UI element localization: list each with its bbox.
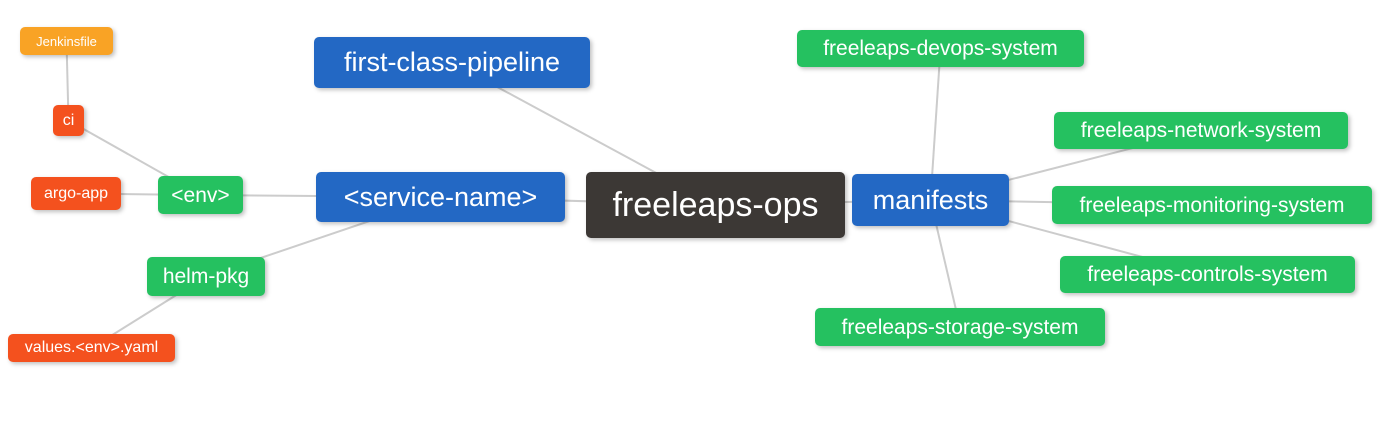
node-storage-system[interactable]: freeleaps-storage-system	[815, 308, 1105, 346]
node-argo-app[interactable]: argo-app	[31, 177, 121, 210]
node-jenkinsfile[interactable]: Jenkinsfile	[20, 27, 113, 55]
node-network-system[interactable]: freeleaps-network-system	[1054, 112, 1348, 149]
node-freeleaps-ops[interactable]: freeleaps-ops	[586, 172, 845, 238]
node-controls-system[interactable]: freeleaps-controls-system	[1060, 256, 1355, 293]
node-helm-pkg[interactable]: helm-pkg	[147, 257, 265, 296]
node-first-class-pipeline[interactable]: first-class-pipeline	[314, 37, 590, 88]
node-service-name[interactable]: <service-name>	[316, 172, 565, 222]
node-manifests[interactable]: manifests	[852, 174, 1009, 226]
node-monitoring-system[interactable]: freeleaps-monitoring-system	[1052, 186, 1372, 224]
node-ci[interactable]: ci	[53, 105, 84, 136]
node-values-env-yaml[interactable]: values.<env>.yaml	[8, 334, 175, 362]
node-env[interactable]: <env>	[158, 176, 243, 214]
node-devops-system[interactable]: freeleaps-devops-system	[797, 30, 1084, 67]
